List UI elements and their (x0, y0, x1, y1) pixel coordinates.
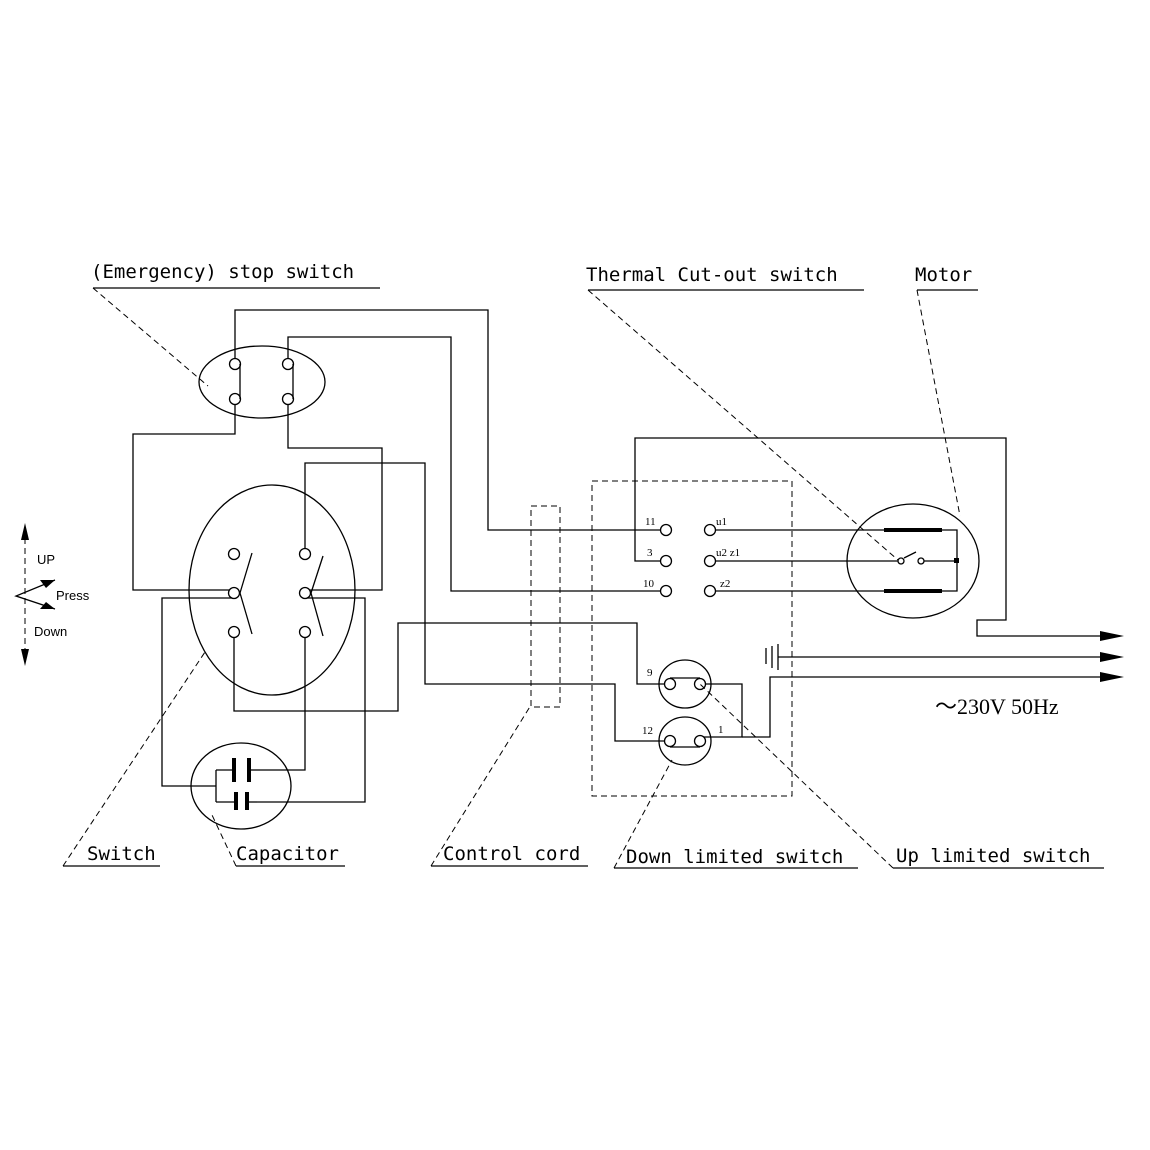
wire-capacitor-right (260, 632, 306, 771)
switch-contact-ml (227, 586, 241, 600)
stop-contact-br (281, 392, 295, 406)
stop-contact-tr (281, 357, 295, 371)
arrow-down-icon (21, 649, 29, 666)
arrow-supply-1 (1100, 631, 1124, 641)
down-limit-contact-1 (663, 734, 677, 748)
terminal-label-u2z1: u2 z1 (716, 547, 740, 559)
terminal-3-ring (659, 554, 673, 568)
switch-contact-tr (298, 547, 312, 561)
leader-up-limited (699, 683, 894, 869)
label-switch: Switch (87, 843, 156, 865)
wire-switch-to-down-limit (304, 462, 668, 742)
thermal-blade (903, 551, 917, 559)
leader-emergency-stop (92, 287, 209, 387)
wire-switch-to-up-limit (233, 622, 668, 712)
wire-stop-to-u1 (234, 309, 660, 531)
switch-contact-tl (227, 547, 241, 561)
thermal-contact-2 (917, 557, 925, 565)
terminal-label-11: 11 (645, 516, 656, 528)
terminal-10-ring (659, 584, 673, 598)
wire-capacitor-bottom (257, 597, 366, 803)
switch-contact-br (298, 625, 312, 639)
wire-down-limit-out (742, 676, 1120, 738)
switch-contact-mr (298, 586, 312, 600)
switch-contact-bl (227, 625, 241, 639)
wire-up-limit-out (702, 683, 743, 738)
down-limit-contact-2 (693, 734, 707, 748)
wire-stop-to-10 (287, 336, 660, 592)
label-up: UP (37, 552, 55, 567)
leader-switch (62, 651, 206, 867)
terminal-label-9: 9 (647, 667, 653, 679)
arrow-supply-3 (1100, 672, 1124, 682)
arrow-supply-2 (1100, 652, 1124, 662)
terminal-label-1: 1 (718, 724, 724, 736)
press-arrow-head-bottom (40, 602, 55, 609)
wire-thermal-loop (634, 437, 1120, 637)
thermal-contact-1 (897, 557, 905, 565)
stop-contact-tl (228, 357, 242, 371)
thermal-node (954, 558, 959, 563)
arrow-up-icon (21, 523, 29, 540)
leader-down-limited (613, 759, 673, 869)
label-emergency-stop: (Emergency) stop switch (91, 261, 354, 283)
label-capacitor: Capacitor (236, 843, 339, 865)
press-arrow-head-top (40, 580, 55, 588)
terminal-label-u1: u1 (716, 516, 727, 528)
stop-contact-bl (228, 392, 242, 406)
switch-blade-left-lower (239, 592, 253, 635)
junction-box-outline (591, 480, 793, 797)
terminal-11-ring (659, 523, 673, 537)
emergency-stop-switch-body (198, 345, 326, 419)
control-cord-outline (530, 505, 561, 708)
switch-blade-left (239, 552, 253, 594)
leader-control-cord (430, 704, 532, 867)
leader-thermal (587, 289, 899, 561)
leader-motor (916, 289, 961, 517)
wire-capacitor-left (161, 597, 234, 787)
terminal-label-10: 10 (643, 578, 655, 590)
switch-blade-right-lower (310, 592, 324, 637)
press-arrow-icon (14, 579, 56, 610)
wire-stop-to-switch-left (132, 400, 236, 591)
terminal-u1-ring (703, 523, 717, 537)
terminal-label-z2: z2 (720, 578, 730, 590)
terminal-label-12: 12 (642, 725, 653, 737)
terminal-u2z1-ring (703, 554, 717, 568)
terminal-label-3: 3 (647, 547, 653, 559)
label-control-cord: Control cord (443, 843, 580, 865)
switch-blade-right (310, 555, 324, 594)
wire-stop-to-switch-right (287, 400, 383, 591)
up-limit-contact-1 (663, 677, 677, 691)
label-down-limited: Down limited switch (626, 846, 843, 868)
label-press: Press (56, 588, 90, 603)
label-down: Down (34, 624, 67, 639)
terminal-z2-ring (703, 584, 717, 598)
label-supply: ～230V 50Hz (935, 694, 1059, 719)
label-up-limited: Up limited switch (896, 845, 1090, 867)
label-motor: Motor (915, 264, 972, 286)
label-thermal-cutout: Thermal Cut-out switch (586, 264, 838, 286)
